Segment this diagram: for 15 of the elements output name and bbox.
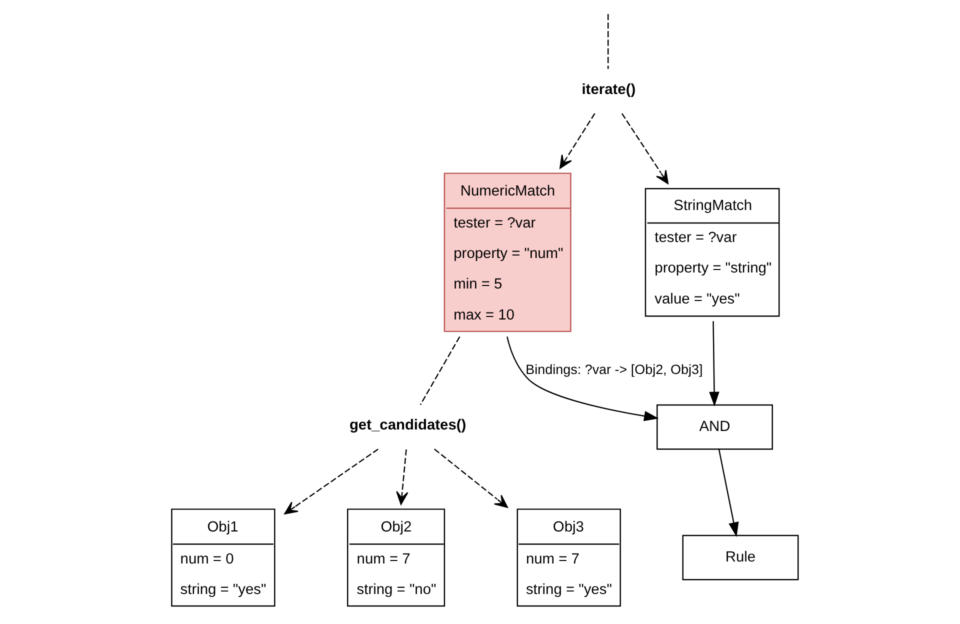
- arrow: [718, 449, 739, 538]
- node-box: AND: [656, 404, 773, 450]
- arrow: [621, 113, 669, 184]
- arrow: [560, 113, 596, 169]
- node-text: get_candidates(): [349, 418, 466, 434]
- arrow: [434, 448, 508, 508]
- connector: [607, 14, 609, 69]
- arrow: [396, 449, 408, 505]
- edge-label: Bindings: ?var -> [Obj2, Obj3]: [526, 362, 703, 378]
- arrow: [709, 321, 720, 407]
- arrow: [506, 336, 659, 422]
- node-text: iterate(): [582, 82, 636, 98]
- connector: [420, 336, 460, 406]
- node-box: Rule: [682, 534, 799, 580]
- arrow: [284, 448, 378, 514]
